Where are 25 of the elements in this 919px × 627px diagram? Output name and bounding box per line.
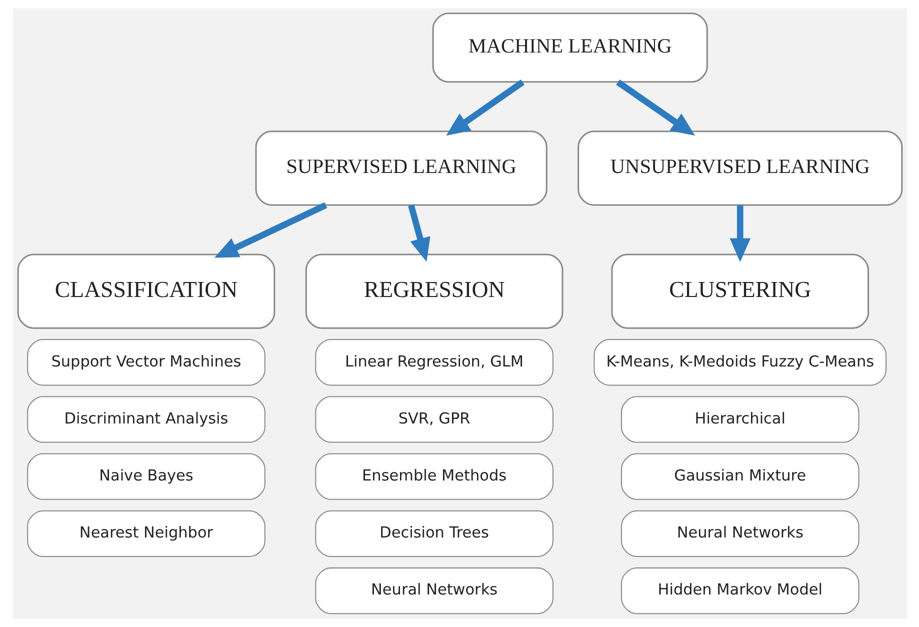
node-box: REGRESSION [304,254,563,329]
node-box: CLASSIFICATION [16,254,275,329]
node-box: Gaussian Mixture [620,453,859,500]
node-box: Linear Regression, GLM [314,339,553,386]
node-box: Nearest Neighbor [26,510,265,558]
arrow [214,202,327,258]
node-box: Decision Trees [314,510,553,558]
node-box: Hidden Markov Model [620,567,859,614]
node-box: Neural Networks [314,567,553,614]
node-box: UNSUPERVISED LEARNING [577,130,902,206]
node-box: Ensemble Methods [314,453,553,500]
node-box: K-Means, K-Medoids Fuzzy C-Means [593,339,886,386]
node-box: Neural Networks [620,510,859,558]
node-box: Discriminant Analysis [26,396,265,443]
node-box: Hierarchical [620,396,859,443]
node-box: SUPERVISED LEARNING [254,130,547,206]
arrow [616,80,694,136]
node-box: Support Vector Machines [26,339,265,386]
node-box: CLUSTERING [610,254,869,329]
arrow [408,204,430,262]
arrow [729,205,750,262]
node-box: MACHINE LEARNING [432,12,708,83]
node-box: SVR, GPR [314,396,553,443]
arrow [446,80,524,136]
node-box: Naive Bayes [26,453,265,500]
